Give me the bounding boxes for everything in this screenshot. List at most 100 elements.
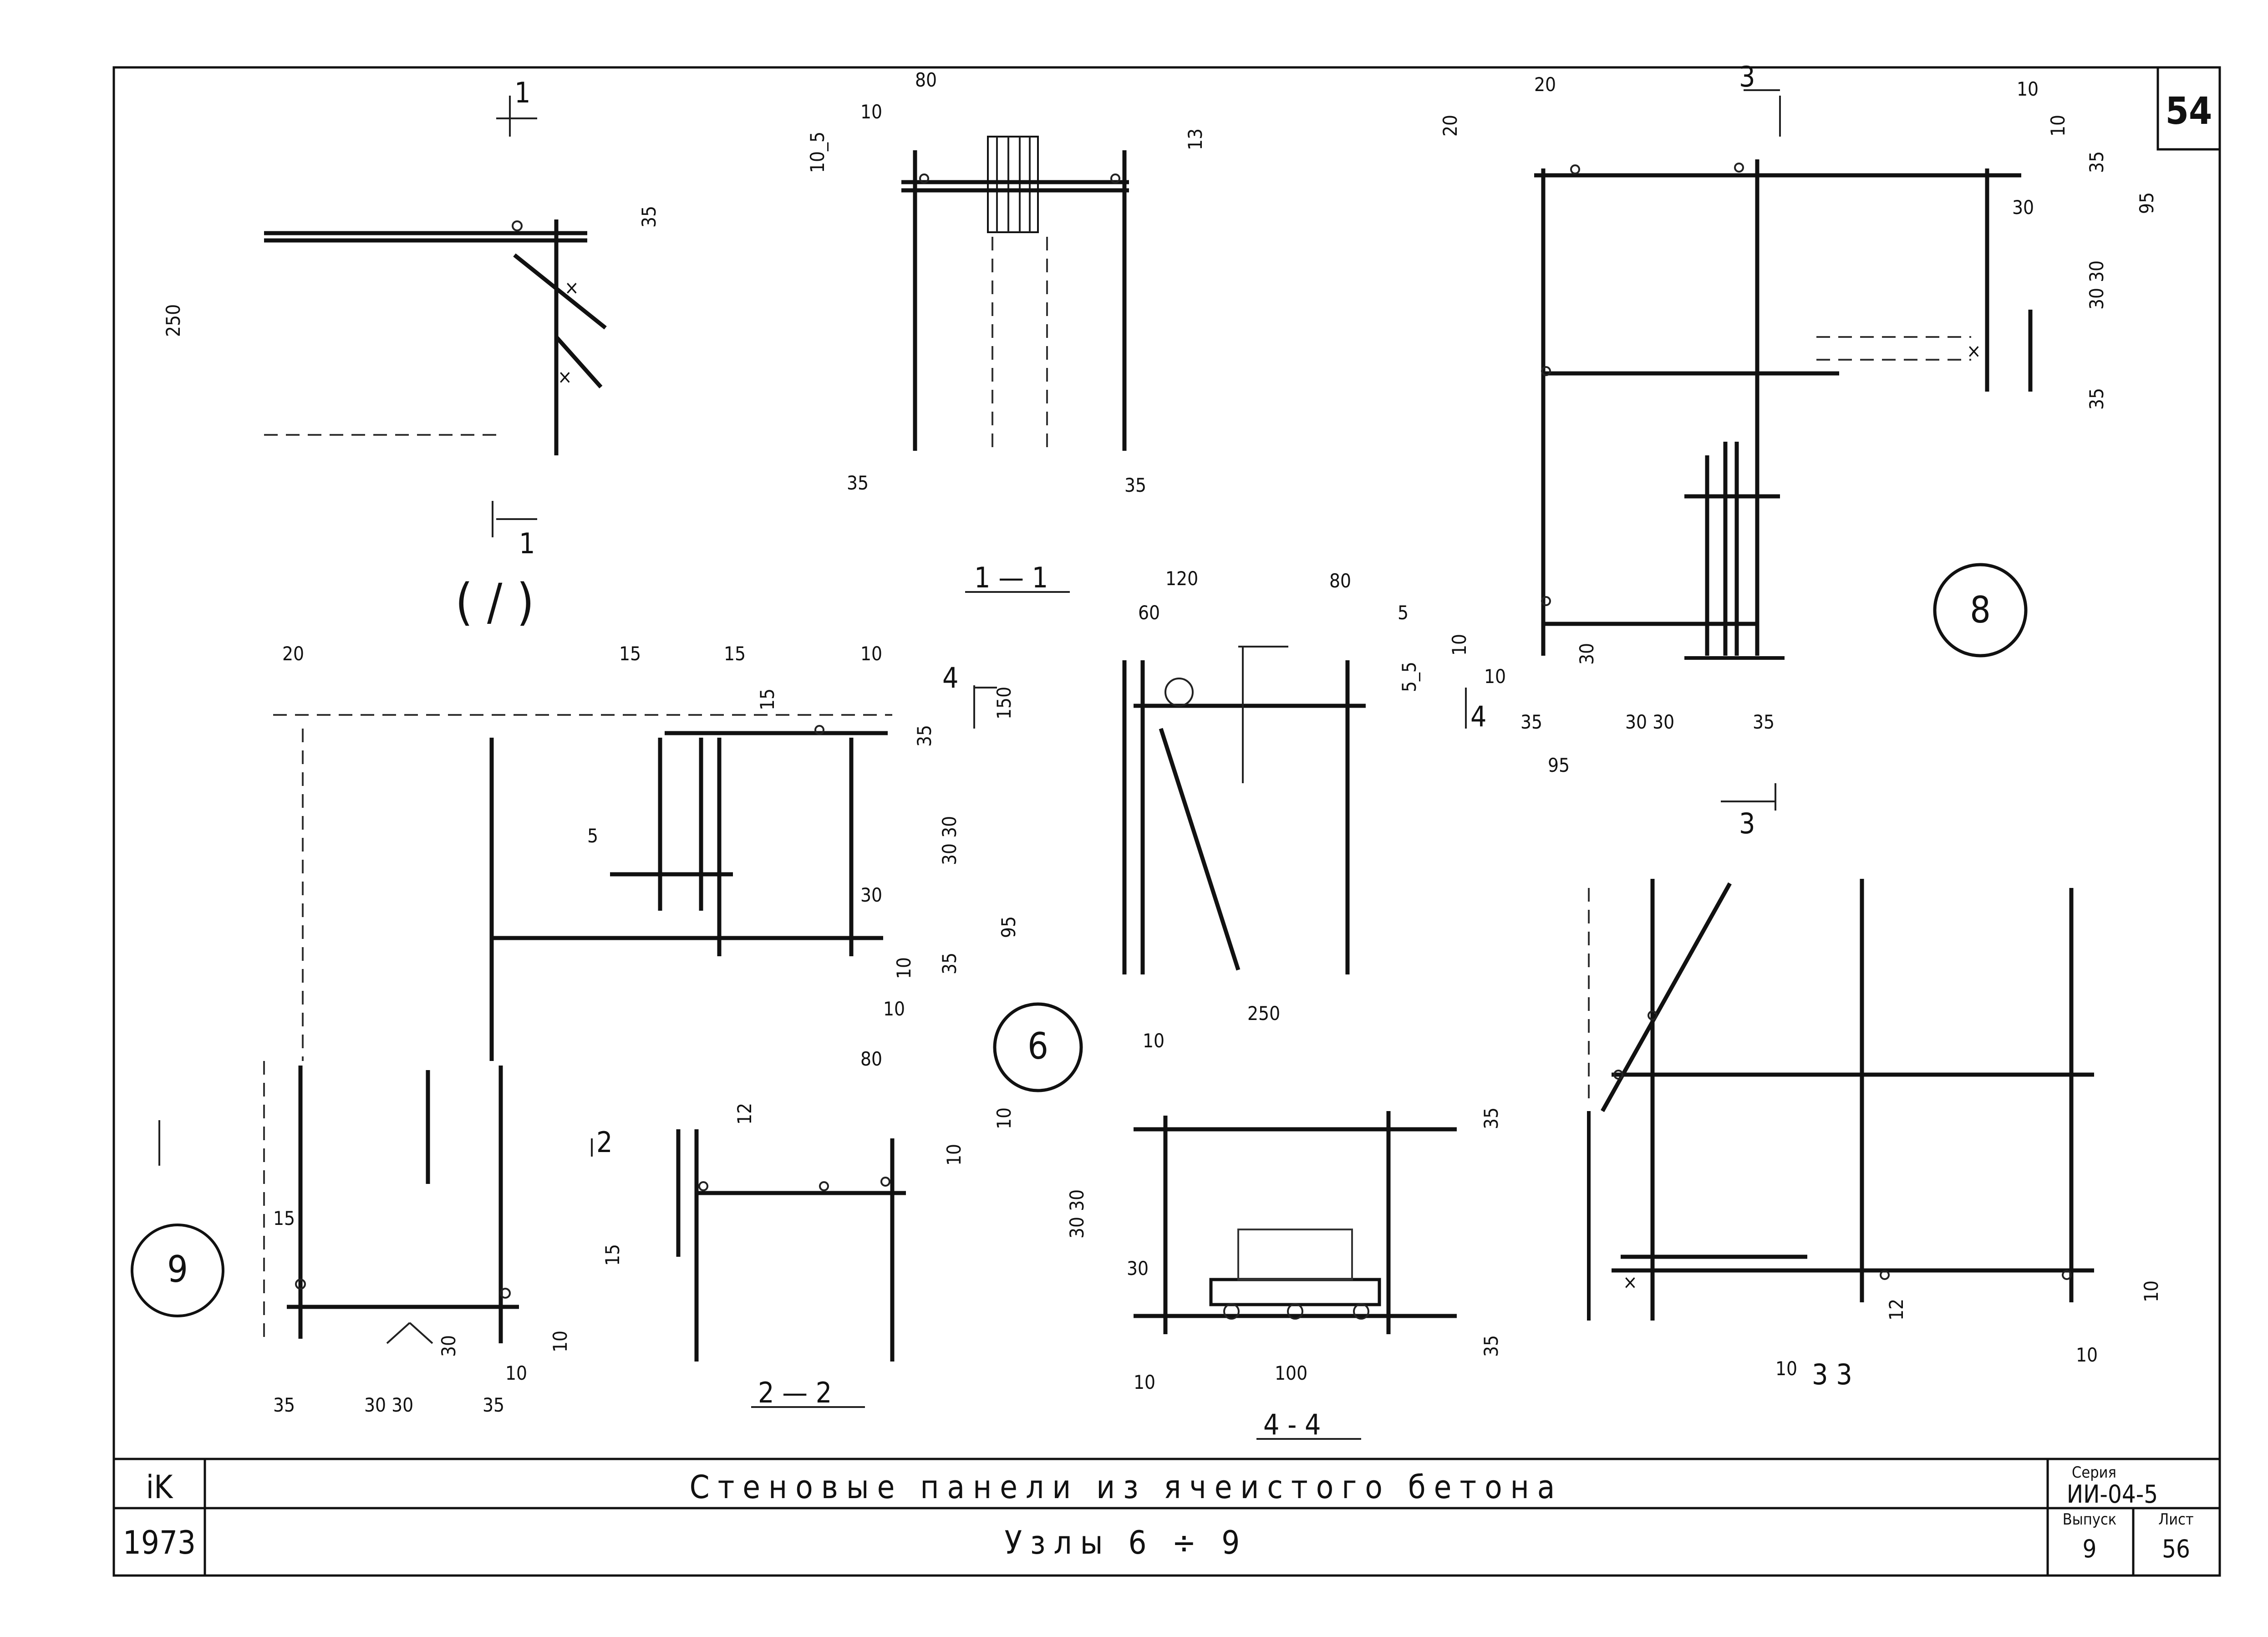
dim-10: 10 (943, 1144, 965, 1166)
section-3-3-title: 3 3 (1812, 1358, 1852, 1391)
series-value: ИИ-04-5 (2067, 1480, 2158, 1509)
dim-15: 15 (601, 1244, 624, 1266)
sheet-label: Лист (2158, 1510, 2194, 1529)
dim-95: 95 (997, 916, 1020, 938)
section-2-2: 2 12 10 10 15 2 — 2 (591, 1103, 1015, 1409)
dim-5: 10 (993, 1107, 1015, 1129)
dim-20: 20 (1439, 115, 1461, 137)
dim-60: 60 (1138, 602, 1160, 624)
dim-10: 10 (893, 957, 915, 979)
dim-10: 10 (1775, 1357, 1797, 1380)
dim-10: 10 (549, 1331, 571, 1352)
dim-150: 150 (993, 687, 1015, 719)
section-mark-4-left: 4 (942, 661, 958, 694)
section-3-3: × 12 10 10 3 3 10 (1587, 879, 2162, 1391)
detail-node-7: × × 1 1 ( / ) 35 250 (162, 76, 660, 631)
dim-35: 35 (273, 1394, 295, 1416)
dim-250: 250 (162, 304, 184, 337)
dim-30: 30 (1576, 643, 1598, 665)
dim-35: 35 (638, 206, 660, 228)
dim-30: 30 (1127, 1257, 1149, 1280)
section-mark-3-top: 3 (1739, 60, 1755, 93)
dim-10: 10 (1448, 634, 1470, 656)
dim-30: 30 (860, 884, 882, 906)
dim-35: 35 (1520, 711, 1542, 733)
page-number-box (2156, 66, 2221, 151)
dim-30-30: 30 30 (364, 1394, 413, 1416)
section-4-4: 120 80 60 5 5_5 10 10 250 4 10 35 30 30 … (1066, 567, 1506, 1441)
detail-node-8: × 8 3 3 20 20 10 10 35 30 30 30 35 95 30… (1439, 60, 2158, 840)
section-mark-4-right: 4 (1470, 700, 1486, 733)
cross-mark: × (1967, 340, 1981, 362)
dim-5: 5 (1398, 602, 1409, 624)
dim-80: 80 (1329, 570, 1351, 592)
node-6-label: 6 (1027, 1025, 1048, 1067)
dim-10: 10 (860, 643, 882, 665)
dim-12: 12 (1885, 1299, 1907, 1321)
dim-10: 10 (860, 101, 882, 123)
issue-label: Выпуск (2063, 1510, 2117, 1529)
dim-12: 12 (733, 1103, 756, 1125)
cross-mark: × (558, 366, 572, 388)
dim-35: 35 (1480, 1335, 1502, 1357)
node-9-circle (131, 1224, 224, 1317)
dim-10: 10 (505, 1362, 527, 1384)
dim-10: 10 (1484, 665, 1506, 688)
sheet-value: 56 (2162, 1535, 2190, 1563)
dim-20: 20 (1534, 73, 1556, 96)
dim-35: 35 (938, 953, 961, 974)
node-9-label: 9 (167, 1248, 188, 1290)
block (1237, 1229, 1353, 1280)
dim-20: 20 (282, 643, 304, 665)
section-2-2-title: 2 — 2 (758, 1376, 832, 1409)
dim-15: 15 (619, 643, 641, 665)
dim-13: 13 (1184, 128, 1206, 150)
dim-10: 10 (2017, 78, 2039, 100)
plate (1209, 1278, 1381, 1306)
node-8-label: 8 (1970, 589, 1991, 631)
dim-10: 10 (2076, 1344, 2098, 1366)
dim-30-30: 30 30 (1066, 1189, 1088, 1239)
dim-30: 30 (437, 1335, 460, 1357)
dim-10-5: 10_5 (806, 132, 829, 173)
issue-value: 9 (2083, 1535, 2097, 1563)
node-6-circle (993, 1002, 1083, 1092)
dim-15: 15 (756, 688, 778, 710)
series-label: Серия (2072, 1464, 2116, 1482)
detail-node-9: 9 15 35 30 30 35 30 10 10 (131, 1061, 571, 1416)
dim-30-30: 30 30 (1625, 711, 1674, 733)
year: 1973 (123, 1524, 196, 1561)
section-1-1-title: 1 — 1 (974, 561, 1048, 594)
dim-80: 80 (860, 1048, 882, 1070)
dim-35: 35 (1124, 474, 1146, 496)
section-mark-3-bottom: 3 (1739, 807, 1755, 840)
section-4-4-title: 4 - 4 (1263, 1408, 1321, 1441)
designer-code: iK (146, 1469, 174, 1506)
title-block: iK 1973 Стеновые панели из ячеистого бет… (114, 1458, 2220, 1576)
dim-35: 35 (2085, 388, 2108, 410)
outer-border (112, 66, 2221, 1577)
sheet-title: Стеновые панели из ячеистого бетона (690, 1469, 1563, 1506)
dim-10: 10 (1143, 1030, 1165, 1052)
dim-35: 35 (1480, 1107, 1502, 1129)
node-8-circle (1933, 563, 2028, 658)
dim-15: 15 (724, 643, 746, 665)
dim-5: 5 (587, 825, 598, 847)
dim-30-30: 30 30 (2085, 260, 2108, 310)
section-mark-1-bottom: 1 (519, 527, 535, 560)
sheet-subtitle: Узлы 6 ÷ 9 (1005, 1524, 1248, 1561)
dim-35: 35 (913, 725, 936, 747)
cross-mark: × (564, 276, 579, 299)
dim-30-30: 30 30 (938, 816, 961, 865)
node-7-label: ( / ) (455, 573, 534, 631)
dim-100: 100 (1275, 1362, 1307, 1384)
dim-35: 35 (2085, 151, 2108, 173)
dim-120: 120 (1165, 567, 1198, 590)
dim-10: 10 (2140, 1280, 2162, 1302)
section-1-1: 80 10 10_5 13 35 35 1 — 1 (806, 69, 1206, 594)
dim-15: 15 (273, 1207, 295, 1229)
dim-95: 95 (1548, 754, 1570, 776)
page-number: 54 (2166, 90, 2212, 133)
dim-250: 250 (1247, 1002, 1280, 1025)
